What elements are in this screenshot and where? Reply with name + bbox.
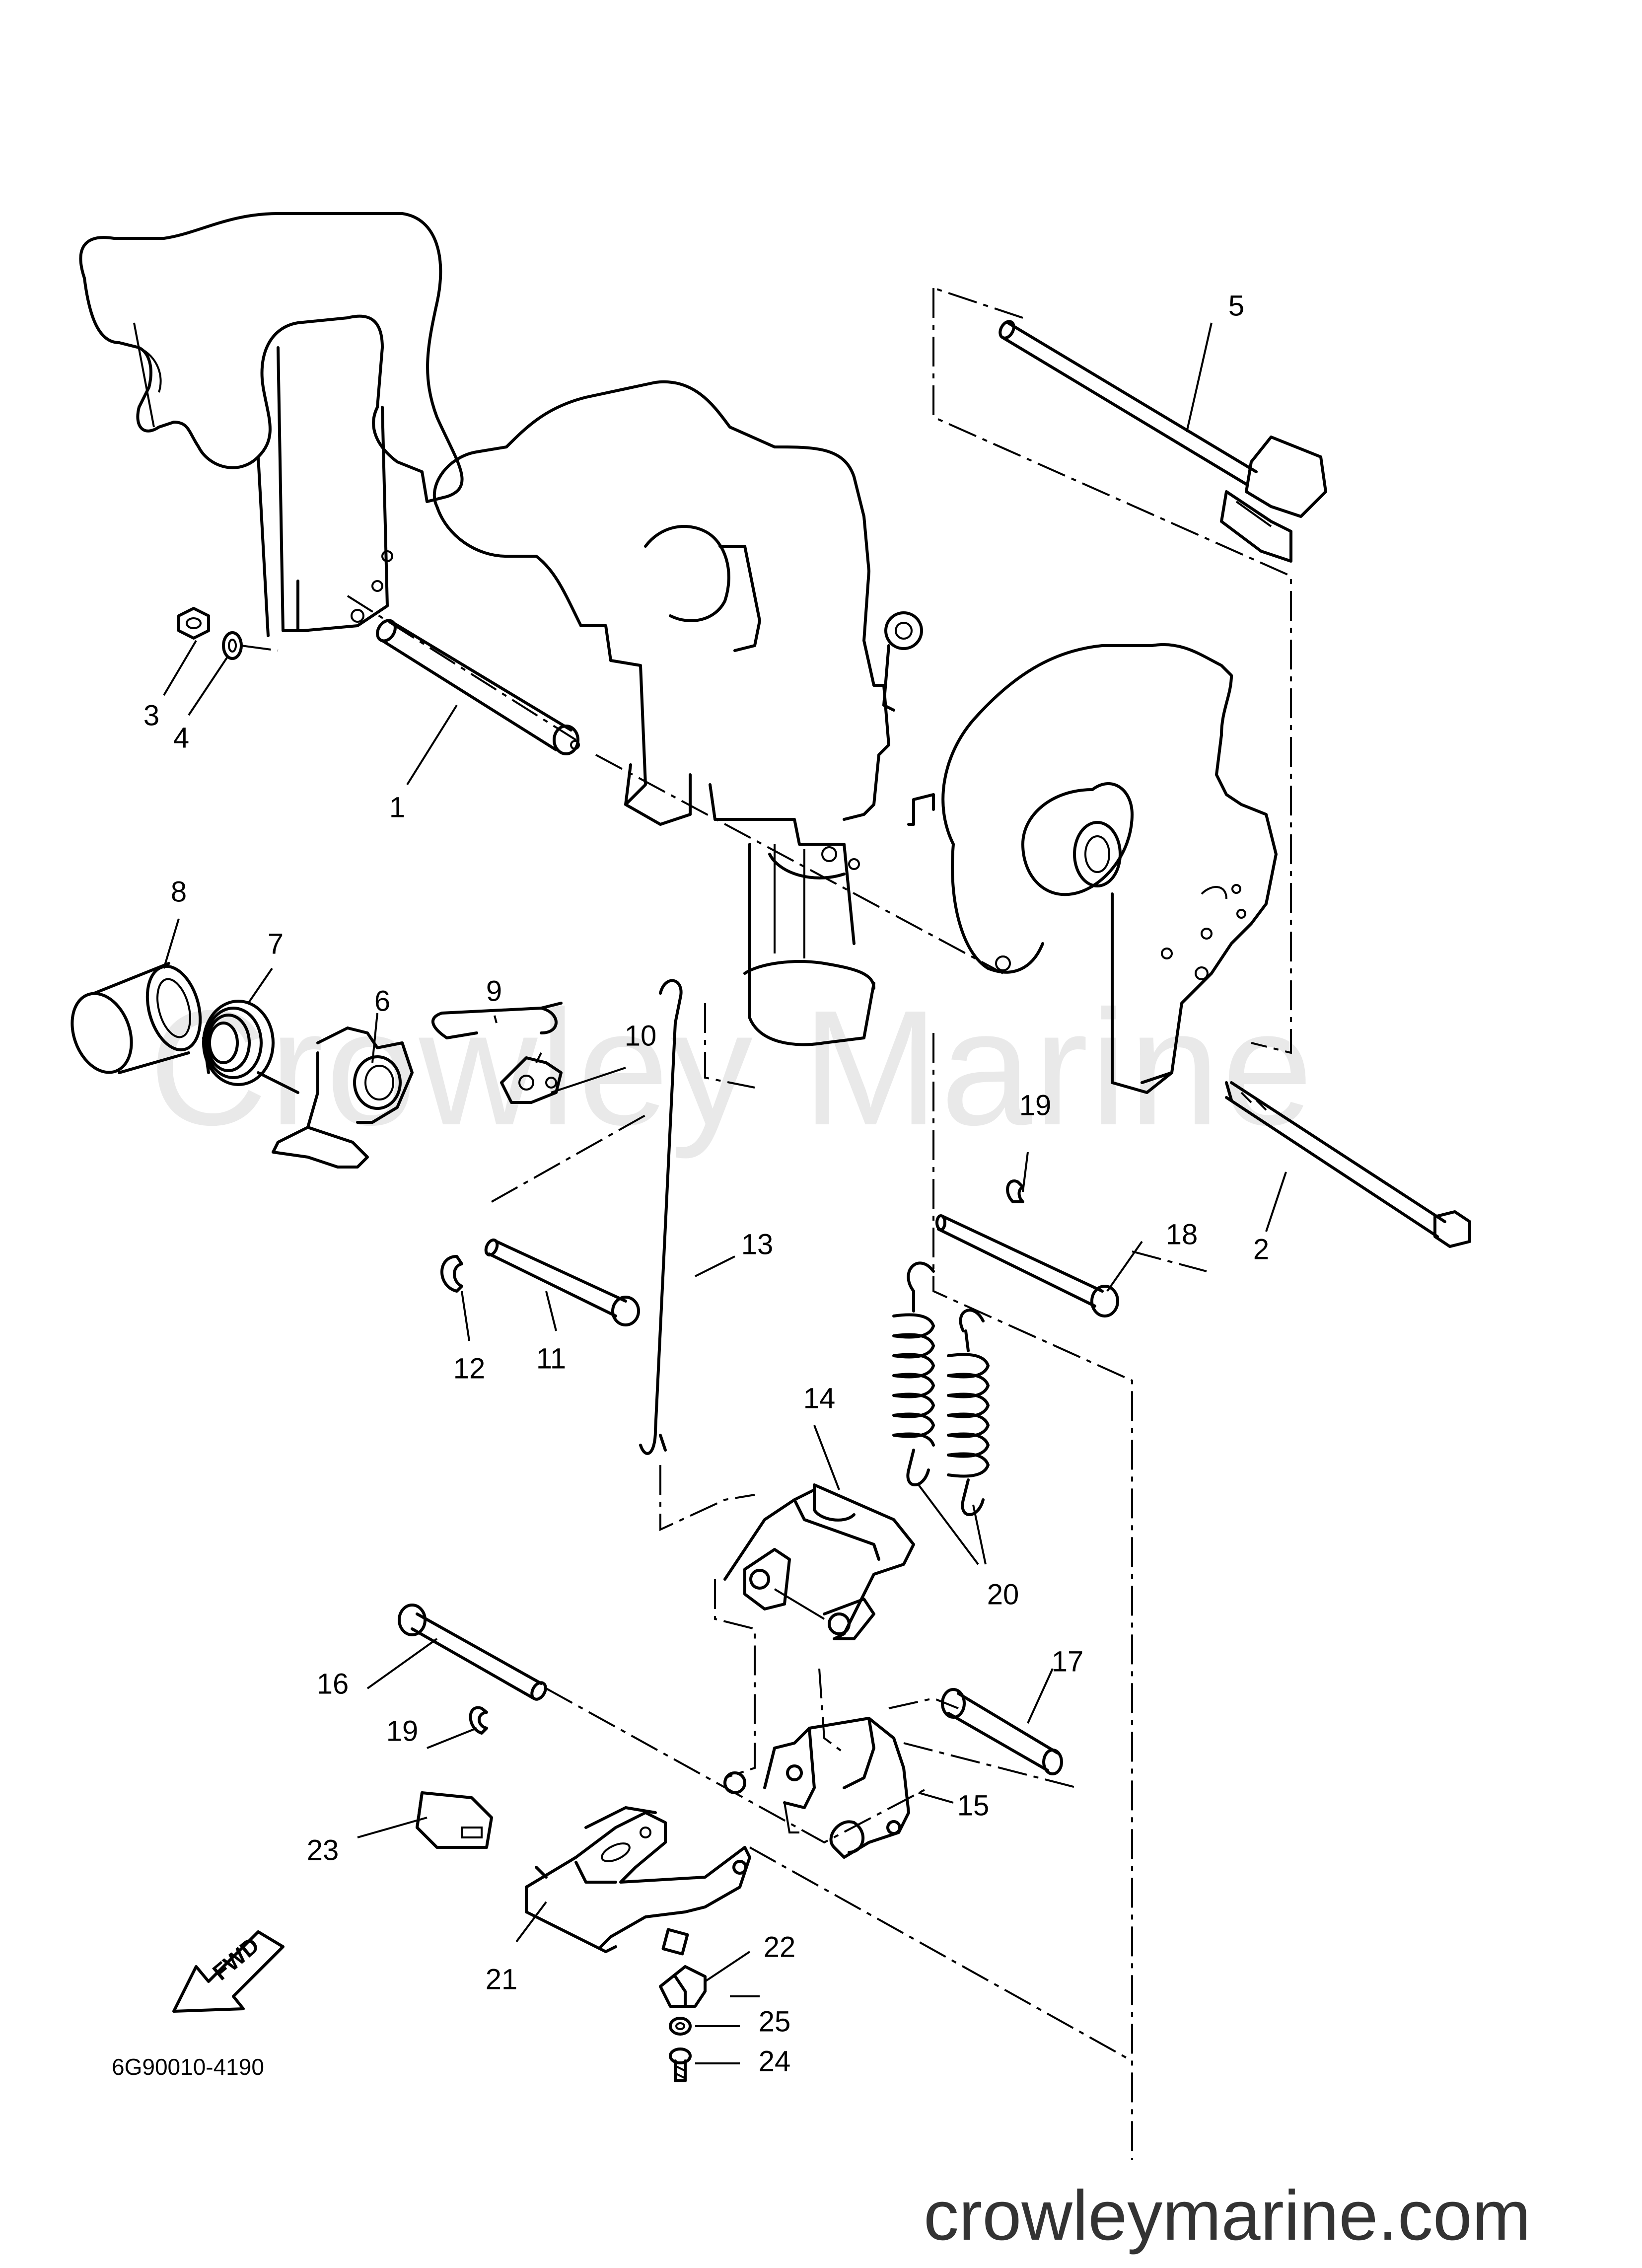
springs-20: [892, 1261, 990, 1565]
spring-7: [202, 1000, 299, 1094]
bracket-15: [723, 1717, 910, 1859]
clamp-bracket-left: [79, 212, 464, 637]
callout-15: 15: [957, 1789, 990, 1822]
callout-19-upper: 19: [1019, 1089, 1052, 1121]
bracket-14: [723, 1483, 915, 1640]
screw-24: [669, 2048, 692, 2082]
callout-20: 20: [987, 1578, 1019, 1610]
spring-9: [431, 1002, 563, 1039]
callout-14: 14: [803, 1382, 836, 1414]
eclip-12: [440, 1255, 463, 1293]
callout-25: 25: [759, 2005, 791, 2038]
callout-3: 3: [143, 699, 159, 732]
part-code: 6G90010-4190: [112, 2054, 264, 2080]
callout-16: 16: [317, 1668, 349, 1700]
callout-9: 9: [486, 975, 502, 1007]
callout-1: 1: [389, 791, 405, 823]
callout-7: 7: [268, 928, 284, 960]
pin-1: [376, 619, 580, 755]
callout-11: 11: [536, 1342, 566, 1375]
callout-23: 23: [307, 1834, 339, 1866]
callout-8: 8: [171, 876, 187, 908]
eclip-19-lower: [469, 1706, 488, 1735]
callout-21: 21: [486, 1963, 518, 1995]
watermark-text: Crowley Marine: [149, 976, 1315, 1159]
site-url: crowleymarine.com: [924, 2176, 1531, 2255]
swivel-bracket: [432, 380, 923, 1046]
callout-6: 6: [374, 985, 390, 1017]
nut-3: [177, 607, 210, 640]
callout-17: 17: [1052, 1645, 1084, 1678]
pin-5: [999, 320, 1327, 563]
rod-13: [639, 979, 683, 1455]
callout-12: 12: [453, 1352, 486, 1385]
eclip-19-upper: [1006, 1179, 1024, 1203]
clamp-bracket-right: [907, 643, 1278, 1094]
pin-16: [398, 1604, 547, 1701]
cap-23: [416, 1791, 493, 1849]
callout-10: 10: [625, 1020, 657, 1052]
callout-4: 4: [173, 722, 189, 754]
pin-18: [935, 1214, 1119, 1317]
callout-labels: 1 2 3 4 5 6 7 8 9 10 11 12 13 14 15 16 1…: [143, 290, 1269, 2077]
callout-18: 18: [1166, 1218, 1198, 1250]
washer-4: [222, 631, 279, 660]
callout-2: 2: [1253, 1233, 1269, 1265]
pin-11: [484, 1238, 640, 1326]
bushing-8: [71, 962, 202, 1074]
clip-22: [659, 1965, 707, 2008]
leader-lines: [163, 322, 1287, 2064]
callout-13: 13: [741, 1228, 774, 1260]
callout-24: 24: [759, 2045, 791, 2077]
washer-25: [669, 2017, 692, 2036]
callout-5: 5: [1228, 290, 1244, 322]
bolt-2: [1225, 1081, 1471, 1248]
callout-22: 22: [764, 1931, 796, 1963]
bracket-10: [500, 1052, 563, 1104]
fwd-arrow-icon: [172, 1930, 285, 2013]
lever-6: [272, 1026, 414, 1169]
fwd-label: FWD: [208, 1932, 264, 1985]
plate-21: [525, 1806, 751, 1956]
assembly-lines: [347, 287, 1292, 2160]
callout-19-lower: 19: [386, 1715, 419, 1747]
pin-17: [941, 1688, 1063, 1775]
